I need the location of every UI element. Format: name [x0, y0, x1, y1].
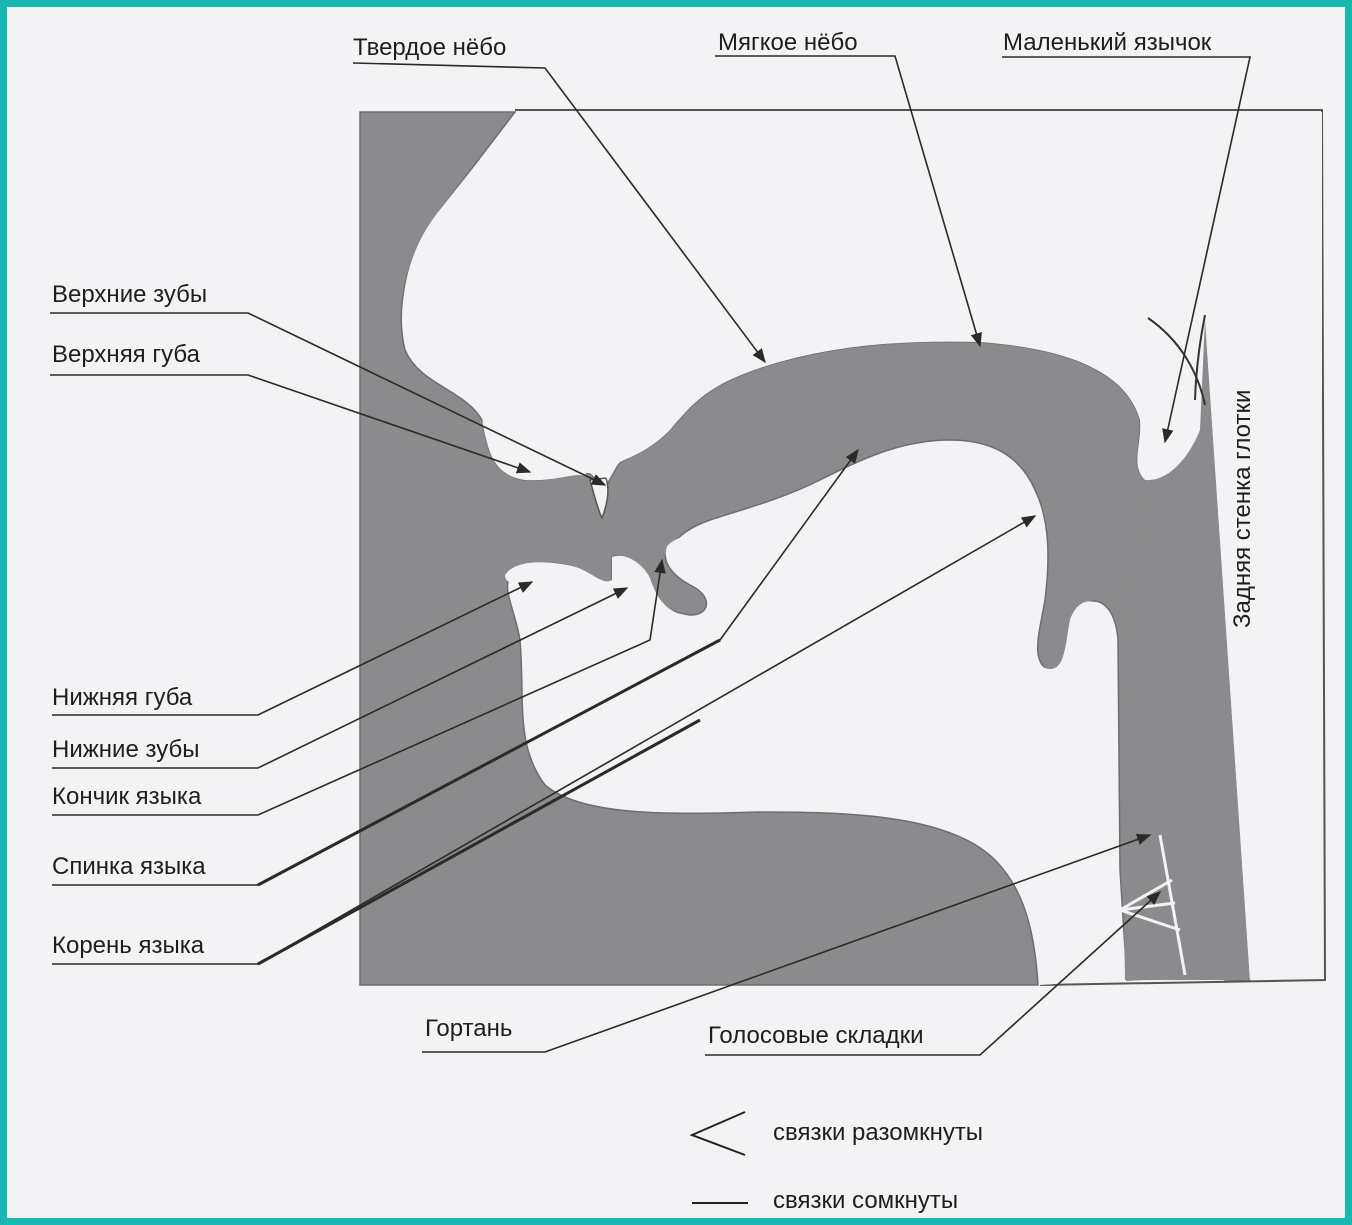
legend-closed-label: связки сомкнуты — [773, 1187, 958, 1214]
label-tongue-back: Спинка языка — [52, 853, 206, 880]
label-tongue-root: Корень языка — [52, 932, 205, 959]
label-upper-teeth: Верхние зубы — [52, 281, 207, 308]
legend: связки разомкнуты связки сомкнуты — [692, 1112, 983, 1214]
label-lower-teeth: Нижние зубы — [52, 736, 199, 763]
label-pharynx-wall: Задняя стенка глотки — [1229, 390, 1256, 628]
label-uvula: Маленький язычок — [1003, 29, 1212, 56]
label-larynx: Гортань — [425, 1015, 512, 1042]
label-upper-lip: Верхняя губа — [52, 341, 201, 368]
label-soft-palate: Мягкое нёбо — [718, 29, 858, 56]
legend-open-symbol — [692, 1112, 745, 1155]
label-lower-lip: Нижняя губа — [52, 684, 193, 711]
legend-open-label: связки разомкнуты — [773, 1119, 983, 1146]
label-hard-palate: Твердое нёбо — [353, 34, 506, 61]
label-tongue-tip: Кончик языка — [52, 783, 202, 810]
label-vocal-folds: Голосовые складки — [708, 1022, 924, 1049]
